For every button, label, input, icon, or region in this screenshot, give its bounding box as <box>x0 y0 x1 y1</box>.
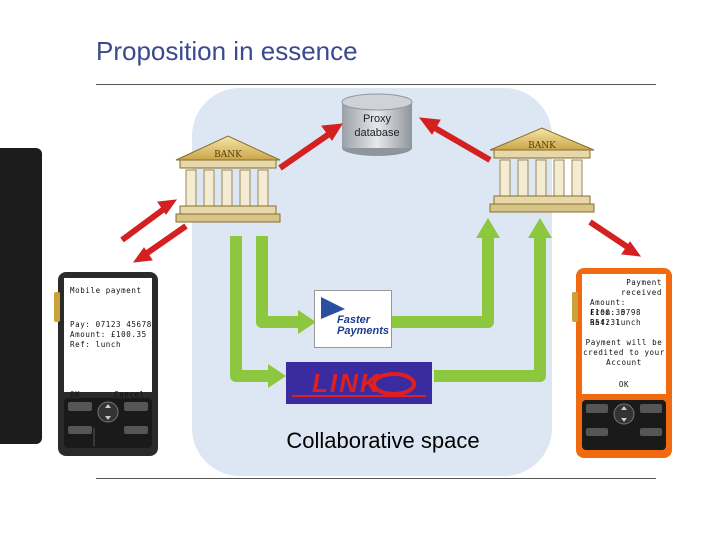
recipient-screen-header: Payment received <box>621 278 662 297</box>
arrow-database-to-bank-right <box>418 117 492 163</box>
sender-phone-screen: Mobile payment Pay: 07123 45678 Amount: … <box>64 278 152 399</box>
recipient-from-line: From: 0798 654231 <box>590 308 642 327</box>
sender-end-key[interactable] <box>124 426 148 434</box>
proxy-database-label-line1: Proxy <box>362 113 392 125</box>
bank-right-sign: BANK <box>528 141 556 151</box>
sender-keypad[interactable] <box>64 398 152 448</box>
recipient-end-key[interactable] <box>640 428 662 436</box>
sender-pay-line: Pay: 07123 45678 <box>70 320 152 329</box>
sender-nav-pad[interactable] <box>97 401 119 423</box>
faster-payments-logo: Faster Payments <box>314 290 392 348</box>
recipient-message-line1: Payment will be <box>585 338 663 347</box>
recipient-keypad[interactable] <box>582 400 666 450</box>
sender-amount-line: Amount: £100.35 <box>70 330 147 339</box>
recipient-amount-line: Amount: £100.35 <box>590 298 626 317</box>
recipient-phone-screen: Payment received Amount: £100.35 From: 0… <box>582 274 666 394</box>
top-divider <box>96 84 656 85</box>
faster-payments-wordmark: Faster Payments <box>337 315 389 337</box>
arrow-bank-left-to-database <box>278 123 343 171</box>
nav-down-icon <box>621 418 627 422</box>
link-swirl-icon <box>292 372 426 397</box>
sender-call-key[interactable] <box>68 426 92 434</box>
sender-screen-header: Mobile payment <box>70 286 142 295</box>
bottom-divider <box>96 478 656 479</box>
nav-up-icon <box>621 406 627 410</box>
green-flow-arrows <box>230 236 546 382</box>
sender-right-softkey-button[interactable] <box>124 402 148 411</box>
faster-payments-word2: Payments <box>337 325 389 337</box>
bank-right-icon <box>489 127 595 213</box>
side-panel <box>0 148 42 444</box>
collaborative-space-label: Collaborative space <box>286 428 480 453</box>
recipient-side-button[interactable] <box>572 292 578 322</box>
slide-title: Proposition in essence <box>96 36 358 66</box>
recipient-ok-softkey[interactable]: OK <box>618 380 630 389</box>
recipient-message-line2: credited to your <box>583 348 665 357</box>
red-arrows <box>120 117 642 263</box>
proxy-database-label: Proxy database <box>342 112 412 140</box>
bank-left-sign: BANK <box>214 150 242 160</box>
recipient-ref-line: Ref: lunch <box>590 318 642 327</box>
sender-side-button[interactable] <box>54 292 60 322</box>
recipient-call-key[interactable] <box>586 428 608 436</box>
link-wordmark: LINK <box>312 368 381 398</box>
sender-ref-line: Ref: lunch <box>70 340 122 349</box>
faster-payments-arrow-icon <box>321 297 345 319</box>
recipient-right-softkey-button[interactable] <box>640 404 662 413</box>
bank-left-icon <box>175 135 281 223</box>
database-cylinder-icon <box>341 93 413 156</box>
sender-ok-softkey[interactable]: OK <box>70 390 81 399</box>
faster-payments-word1: Faster <box>337 314 371 326</box>
recipient-phone: Payment received Amount: £100.35 From: 0… <box>572 268 672 458</box>
arrow-bank-right-to-phone <box>588 219 642 257</box>
sender-cancel-softkey[interactable]: Cancel <box>114 390 145 399</box>
green-arrowheads <box>268 218 552 388</box>
link-logo: LINK <box>286 362 432 404</box>
sender-phone: Mobile payment Pay: 07123 45678 Amount: … <box>54 272 158 456</box>
nav-down-icon <box>105 416 111 420</box>
recipient-nav-pad[interactable] <box>613 403 635 425</box>
arrow-bank-left-to-phone-lower <box>132 223 188 263</box>
arrow-bank-left-to-phone-upper <box>120 199 178 243</box>
proxy-database-label-line2: database <box>354 127 400 139</box>
nav-up-icon <box>105 404 111 408</box>
sender-left-softkey-button[interactable] <box>68 402 92 411</box>
recipient-left-softkey-button[interactable] <box>586 404 608 413</box>
recipient-message-line3: Account <box>606 358 642 367</box>
